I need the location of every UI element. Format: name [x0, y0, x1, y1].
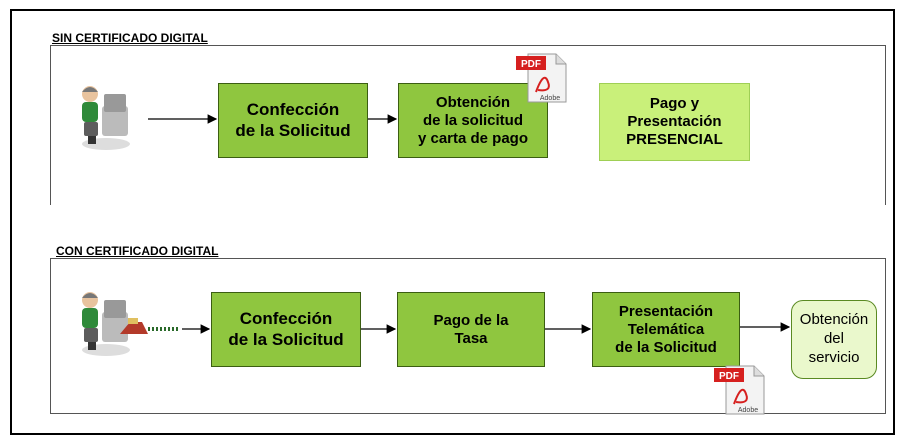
panel-sin-certificado: [50, 45, 886, 205]
person-at-computer-icon: [82, 292, 130, 356]
panel-con-certificado: [50, 258, 886, 414]
box-confeccion-solicitud: Confección de la Solicitud: [218, 83, 368, 158]
pdf-icon: PDF Adobe: [516, 53, 567, 103]
box-obtencion-solicitud: Obtención de la solicitud y carta de pag…: [398, 83, 548, 158]
pdf-brand: Adobe: [738, 407, 758, 414]
pdf-icon: PDF Adobe: [714, 365, 765, 415]
pdf-label: PDF: [719, 371, 739, 382]
box-confeccion-solicitud: Confección de la Solicitud: [211, 292, 361, 367]
pdf-brand: Adobe: [540, 95, 560, 102]
box-pago-presencial: Pago y Presentación PRESENCIAL: [599, 83, 750, 161]
person-at-computer-icon: [82, 86, 130, 150]
diagram-frame: [10, 9, 895, 435]
box-pago-tasa: Pago de la Tasa: [397, 292, 545, 367]
box-presentacion-telematica: Presentación Telemática de la Solicitud: [592, 292, 740, 367]
box-obtencion-servicio: Obtención del servicio: [791, 300, 877, 379]
pdf-label: PDF: [521, 59, 541, 70]
section-title-sin-certificado: SIN CERTIFICADO DIGITAL: [52, 31, 208, 45]
smart-card-reader-icon: [120, 318, 180, 334]
section-title-con-certificado: CON CERTIFICADO DIGITAL: [56, 244, 219, 258]
